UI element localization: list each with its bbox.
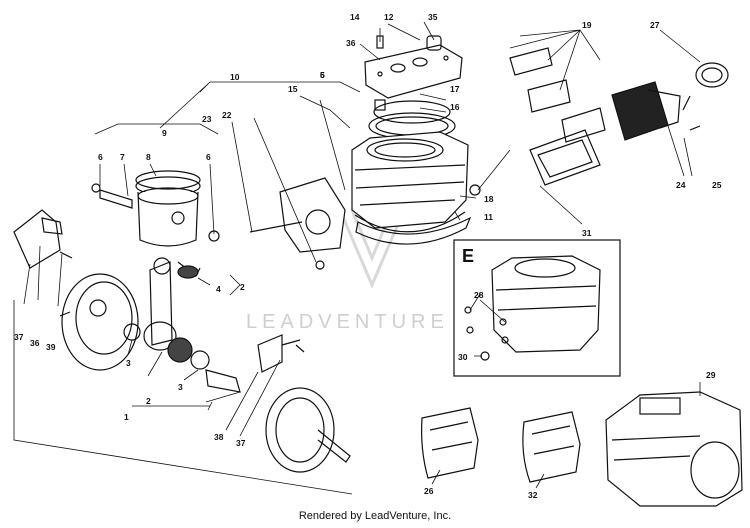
crank-flywheel-right (265, 387, 351, 473)
leader-lines (13, 21, 701, 495)
cylinder-head-cover (364, 35, 463, 99)
cover-plate (13, 209, 61, 269)
callout-label: 19 (582, 20, 592, 30)
callout-label: 23 (202, 114, 212, 124)
thrust-washer (190, 350, 210, 370)
callout-label: 8 (146, 152, 151, 162)
callout-label: 36 (346, 38, 356, 48)
callout-label: 12 (384, 12, 394, 22)
callout-label: 2 (146, 396, 151, 406)
callout-label: 3 (178, 382, 183, 392)
callout-label: 11 (484, 212, 493, 222)
inset-cylinder (464, 255, 601, 361)
gasket-pack (522, 411, 581, 483)
callout-label: 25 (712, 180, 722, 190)
callout-label: 30 (458, 352, 468, 362)
callout-label: 37 (236, 438, 246, 448)
callout-label: 36 (30, 338, 40, 348)
callout-label: 9 (162, 128, 167, 138)
callout-label: 5 (320, 70, 325, 80)
crank-pin (205, 369, 241, 393)
callout-label: 17 (450, 84, 460, 94)
callout-label: 32 (528, 490, 538, 500)
callout-labels: 14 12 35 36 6 17 16 19 27 10 15 5 22 23 … (14, 12, 722, 500)
reed-valve-assembly (509, 47, 729, 186)
callout-label: 6 (206, 152, 211, 162)
inset-label-e: E (462, 246, 474, 266)
piston (91, 170, 220, 247)
callout-label: 1 (124, 412, 129, 422)
callout-label: 2 (240, 282, 245, 292)
callout-label: 4 (216, 284, 221, 294)
connecting-rod (143, 257, 201, 363)
callout-label: 26 (424, 486, 434, 496)
callout-label: 3 (126, 358, 131, 368)
callout-label: 24 (676, 180, 686, 190)
callout-label: 38 (214, 432, 224, 442)
callout-label: 31 (582, 228, 592, 238)
callout-label: 14 (350, 12, 360, 22)
footer-credit: Rendered by LeadVenture, Inc. (298, 510, 452, 522)
callout-label: 15 (288, 84, 298, 94)
cover-plate-right (257, 334, 283, 373)
callout-label: 16 (450, 102, 460, 112)
watermark-text: LEADVENTURE (246, 311, 449, 333)
callout-label: 6 (320, 70, 325, 80)
callout-label: 7 (120, 152, 125, 162)
gasket-pack (421, 407, 479, 479)
callout-label: 18 (484, 194, 494, 204)
cylinder-block (351, 131, 481, 233)
callout-label: 37 (14, 332, 24, 342)
callout-label: 28 (474, 290, 484, 300)
callout-label: 29 (706, 370, 716, 380)
callout-label: 27 (650, 20, 660, 30)
callout-label: 35 (428, 12, 438, 22)
complete-engine (605, 391, 743, 507)
callout-label: 22 (222, 110, 232, 120)
crank-flywheel-left (59, 273, 139, 371)
callout-label: 39 (46, 342, 56, 352)
base-gasket (355, 216, 472, 245)
callout-label: 10 (230, 72, 240, 82)
callout-label: 6 (98, 152, 103, 162)
crankcase-half (249, 177, 346, 270)
